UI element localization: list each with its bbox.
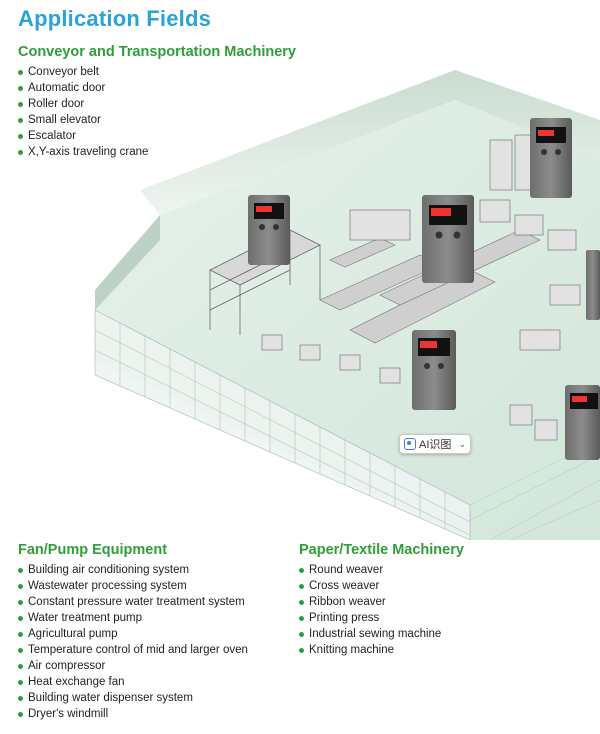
paper-textile-list: Round weaver Cross weaver Ribbon weaver … bbox=[299, 562, 464, 658]
list-item: Small elevator bbox=[18, 112, 296, 128]
factory-illustration bbox=[94, 70, 600, 540]
list-item: Water treatment pump bbox=[18, 610, 248, 626]
list-item: Building air conditioning system bbox=[18, 562, 248, 578]
bullet-icon bbox=[299, 616, 304, 621]
ai-scan-icon bbox=[404, 438, 416, 450]
bullet-icon bbox=[299, 584, 304, 589]
list-item: Escalator bbox=[18, 128, 296, 144]
bullet-icon bbox=[18, 648, 23, 653]
bullet-icon bbox=[299, 600, 304, 605]
bullet-icon bbox=[18, 86, 23, 91]
list-item: Agricultural pump bbox=[18, 626, 248, 642]
conveyor-section-title: Conveyor and Transportation Machinery bbox=[18, 44, 296, 60]
list-item: Heat exchange fan bbox=[18, 674, 248, 690]
list-item: Automatic door bbox=[18, 80, 296, 96]
list-item: Dryer's windmill bbox=[18, 706, 248, 722]
fan-pump-list: Building air conditioning system Wastewa… bbox=[18, 562, 248, 722]
bullet-icon bbox=[18, 134, 23, 139]
bullet-icon bbox=[18, 70, 23, 75]
list-item: Constant pressure water treatment system bbox=[18, 594, 248, 610]
list-item: Printing press bbox=[299, 610, 464, 626]
fan-pump-section: Fan/Pump Equipment Building air conditio… bbox=[18, 542, 248, 722]
ai-recognize-button[interactable]: AI识图 ⌄ bbox=[399, 434, 471, 454]
bullet-icon bbox=[18, 102, 23, 107]
list-item: Building water dispenser system bbox=[18, 690, 248, 706]
list-item: Ribbon weaver bbox=[299, 594, 464, 610]
list-item: Conveyor belt bbox=[18, 64, 296, 80]
list-item: Cross weaver bbox=[299, 578, 464, 594]
inverter-drive bbox=[422, 195, 474, 283]
chevron-down-icon: ⌄ bbox=[458, 438, 466, 449]
bullet-icon bbox=[18, 600, 23, 605]
paper-textile-section-title: Paper/Textile Machinery bbox=[299, 542, 464, 558]
list-item: Knitting machine bbox=[299, 642, 464, 658]
list-item: Air compressor bbox=[18, 658, 248, 674]
list-item: Roller door bbox=[18, 96, 296, 112]
bullet-icon bbox=[18, 118, 23, 123]
inverter-drive bbox=[586, 250, 600, 320]
list-item: Industrial sewing machine bbox=[299, 626, 464, 642]
inverter-drive bbox=[530, 118, 572, 198]
list-item: X,Y-axis traveling crane bbox=[18, 144, 296, 160]
bullet-icon bbox=[18, 616, 23, 621]
bullet-icon bbox=[18, 680, 23, 685]
ai-recognize-label: AI识图 bbox=[419, 439, 452, 451]
bullet-icon bbox=[18, 632, 23, 637]
bullet-icon bbox=[299, 632, 304, 637]
fan-pump-section-title: Fan/Pump Equipment bbox=[18, 542, 168, 558]
inverter-drive bbox=[412, 330, 456, 410]
bullet-icon bbox=[299, 568, 304, 573]
conveyor-list: Conveyor belt Automatic door Roller door… bbox=[18, 64, 296, 160]
list-item: Round weaver bbox=[299, 562, 464, 578]
bullet-icon bbox=[18, 150, 23, 155]
inverter-drive bbox=[248, 195, 290, 265]
list-item: Temperature control of mid and larger ov… bbox=[18, 642, 248, 658]
page-title: Application Fields bbox=[18, 6, 212, 31]
bullet-icon bbox=[18, 712, 23, 717]
conveyor-section: Conveyor and Transportation Machinery Co… bbox=[18, 44, 296, 160]
inverter-drive bbox=[565, 385, 600, 460]
bullet-icon bbox=[18, 584, 23, 589]
list-item: Wastewater processing system bbox=[18, 578, 248, 594]
paper-textile-section: Paper/Textile Machinery Round weaver Cro… bbox=[299, 542, 464, 658]
bullet-icon bbox=[18, 696, 23, 701]
bullet-icon bbox=[18, 568, 23, 573]
bullet-icon bbox=[18, 664, 23, 669]
bullet-icon bbox=[299, 648, 304, 653]
